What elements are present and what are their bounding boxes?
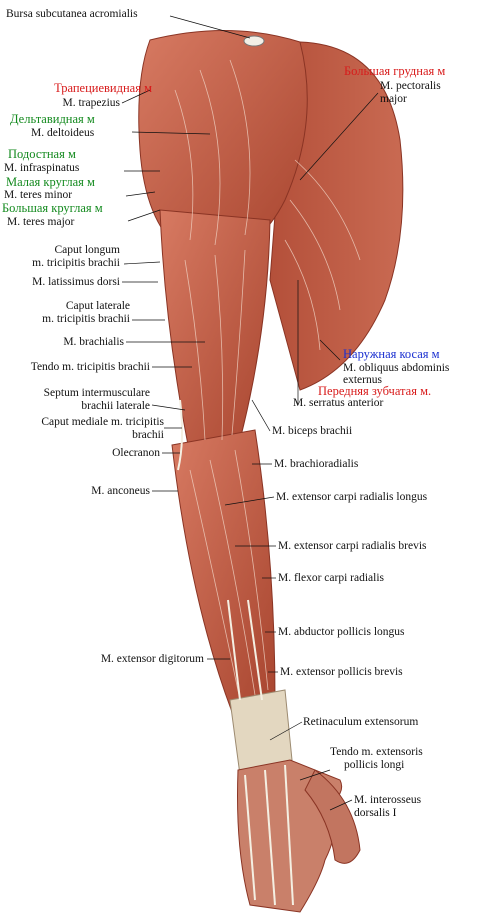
label-caput-mediale-2: brachii [132,429,164,441]
label-trapezius: M. trapezius [62,97,120,109]
tendon-stripes [177,399,294,906]
label-serratus-ru: Передняя зубчатая м. [318,384,432,398]
upper-arm-shape [159,209,271,456]
label-obliquus-1: M. obliquus abdominis [343,362,450,374]
label-caput-longum-1: Caput longum [54,244,121,256]
label-caput-laterale-2: m. tricipitis brachii [42,313,130,325]
label-biceps: M. biceps brachii [272,425,353,437]
label-olecranon: Olecranon [112,447,160,459]
thumb-shape [304,769,361,864]
label-infraspinatus: M. infraspinatus [4,162,80,174]
label-ecr-brevis: M. extensor carpi radialis brevis [278,540,427,552]
wrist-tendon-shape [229,689,293,776]
label-tendo-triceps: Tendo m. tricipitis brachii [30,361,150,373]
muscle-fibres [174,59,361,701]
label-ecr-longus: M. extensor carpi radialis longus [276,491,428,503]
label-brachialis: M. brachialis [63,336,124,348]
label-pectoralis-ru: Большая грудная м [344,64,446,78]
label-teres-minor-ru: Малая круглая м [6,175,95,189]
label-ext-digitorum: M. extensor digitorum [100,653,204,665]
label-obliquus-2: externus [343,374,382,386]
label-pectoralis-1: M. pectoralis [380,80,441,92]
label-latissimus: M. latissimus dorsi [32,276,120,288]
leader-lines [121,15,379,811]
label-bursa: Bursa subcutanea acromialis [6,8,138,20]
forearm-shape [171,429,276,713]
label-epl-2: pollicis longi [344,759,405,771]
label-deltoid-ru: Дельтавидная м [10,112,95,126]
label-interosseus-1: M. interosseus [354,794,422,806]
label-trapezius-ru: Трапециевидная м [54,81,152,95]
label-septum-2: brachii laterale [81,400,150,412]
label-caput-mediale-1: Caput mediale m. tricipitis [41,416,164,428]
label-retinaculum: Retinaculum extensorum [303,716,419,728]
label-obliquus-ru: Наружная косая м [343,347,440,361]
bursa-shape [243,35,265,47]
label-deltoid: M. deltoideus [31,127,95,139]
label-septum-1: Septum intermusculare [43,387,150,399]
label-teres-minor: M. teres minor [4,189,73,201]
label-caput-laterale-1: Caput laterale [65,300,130,312]
label-interosseus-2: dorsalis I [354,807,397,819]
label-teres-major: M. teres major [7,216,75,228]
label-apl: M. abductor pollicis longus [278,626,405,638]
label-serratus: M. serratus anterior [293,397,384,409]
label-caput-longum-2: m. tricipitis brachii [32,257,120,269]
label-teres-major-ru: Большая круглая м [2,201,103,215]
label-brachioradialis: M. brachioradialis [274,458,359,470]
label-infraspinatus-ru: Подостная м [8,147,76,161]
label-pectoralis-2: major [380,93,407,105]
label-fcr: M. flexor carpi radialis [278,572,385,584]
label-anconeus: M. anconeus [91,485,150,497]
label-epl-1: Tendo m. extensoris [330,746,423,758]
label-epb: M. extensor pollicis brevis [280,666,403,678]
